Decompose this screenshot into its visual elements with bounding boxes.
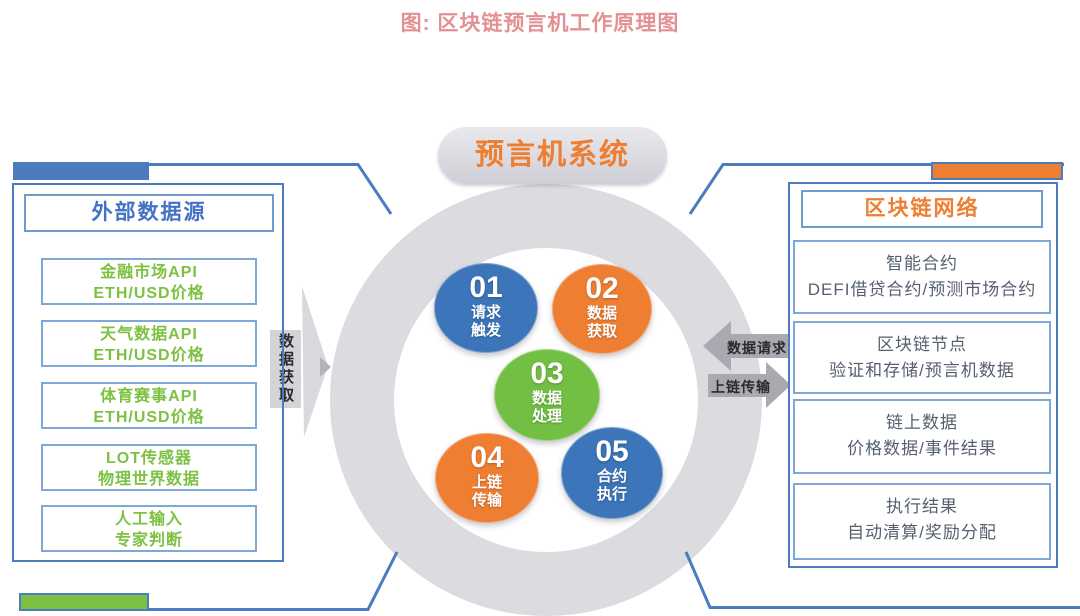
item-line2: 自动清算/奖励分配 <box>847 523 997 542</box>
blockchain-item-smart-contracts: 智能合约 DEFI借贷合约/预测市场合约 <box>793 240 1051 314</box>
bottom-right-bracket-line <box>684 551 1080 609</box>
step-label-line1: 请求 <box>470 304 501 321</box>
item-line2: ETH/USD价格 <box>93 409 205 426</box>
step-label: 数据 处理 <box>494 390 600 426</box>
data-request-arrow <box>703 321 792 371</box>
item-line2: 专家判断 <box>114 532 183 549</box>
step-label-line2: 获取 <box>586 323 617 340</box>
data-fetch-arrow <box>302 286 328 437</box>
data-source-item-finance: 金融市场API ETH/USD价格 <box>41 258 257 305</box>
item-line2: 物理世界数据 <box>97 471 200 488</box>
page-title: 图: 区块链预言机工作原理图 <box>400 12 680 35</box>
oracle-step-3: 03 数据 处理 <box>494 349 600 441</box>
chain-upload-arrow <box>708 362 791 408</box>
step-label-line2: 传输 <box>471 492 502 509</box>
data-source-item-weather: 天气数据API ETH/USD价格 <box>41 320 257 367</box>
oracle-system-title: 预言机系统 <box>438 127 667 184</box>
item-line2: DEFI借贷合约/预测市场合约 <box>807 280 1037 299</box>
item-line1: 链上数据 <box>886 413 958 432</box>
right-panel-title: 区块链网络 <box>801 190 1043 228</box>
item-line2: 价格数据/事件结果 <box>847 439 997 458</box>
external-data-sources-panel: 外部数据源 金融市场API ETH/USD价格 天气数据API ETH/USD价… <box>12 183 284 562</box>
item-line1: 智能合约 <box>886 254 958 273</box>
data-fetch-arrow-notch <box>320 357 331 377</box>
left-panel-title: 外部数据源 <box>24 194 274 232</box>
step-label: 合约 执行 <box>561 468 663 504</box>
blockchain-item-nodes: 区块链节点 验证和存储/预言机数据 <box>793 321 1051 394</box>
data-source-item-sports: 体育赛事API ETH/USD价格 <box>41 382 257 429</box>
blockchain-item-exec-results: 执行结果 自动清算/奖励分配 <box>793 483 1051 560</box>
item-line1: 人工输入 <box>114 511 183 528</box>
item-line1: LOT传感器 <box>106 450 192 467</box>
oracle-step-4: 04 上链 传输 <box>435 433 539 523</box>
step-number: 05 <box>595 435 629 468</box>
step-number: 02 <box>585 272 619 305</box>
step-label: 上链 传输 <box>435 474 539 510</box>
data-request-arrow-label: 数据请求 <box>727 340 787 356</box>
blockchain-network-panel: 区块链网络 智能合约 DEFI借贷合约/预测市场合约 区块链节点 验证和存储/预… <box>788 182 1058 568</box>
step-label-line1: 数据 <box>531 390 562 407</box>
item-line1: 体育赛事API <box>100 388 198 405</box>
step-label: 请求 触发 <box>434 304 538 340</box>
top-left-bracket-line <box>14 163 393 215</box>
chain-upload-arrow-label: 上链传输 <box>711 379 771 395</box>
step-number: 01 <box>469 271 503 304</box>
bottom-left-bar <box>19 593 149 611</box>
step-label-line2: 处理 <box>531 408 562 425</box>
step-label-line2: 触发 <box>470 322 501 339</box>
item-line2: ETH/USD价格 <box>93 285 205 302</box>
step-label-line2: 执行 <box>596 486 627 503</box>
top-right-bar <box>931 162 1063 180</box>
item-line1: 金融市场API <box>100 264 198 281</box>
data-source-item-manual: 人工输入 专家判断 <box>41 505 257 552</box>
step-label-line1: 数据 <box>586 305 617 322</box>
data-fetch-arrow-label: 数据获取 <box>270 330 301 408</box>
item-line1: 执行结果 <box>886 497 958 516</box>
step-number: 03 <box>530 357 564 390</box>
oracle-step-5: 05 合约 执行 <box>561 427 663 519</box>
step-label-line1: 上链 <box>471 474 502 491</box>
oracle-step-2: 02 数据 获取 <box>552 264 652 354</box>
left-panel-border-overlay <box>282 330 284 408</box>
blockchain-item-onchain-data: 链上数据 价格数据/事件结果 <box>793 399 1051 474</box>
item-line1: 天气数据API <box>100 326 198 343</box>
item-line2: ETH/USD价格 <box>93 347 205 364</box>
item-line2: 验证和存储/预言机数据 <box>829 361 1015 380</box>
data-source-item-iot: LOT传感器 物理世界数据 <box>41 444 257 491</box>
step-label: 数据 获取 <box>552 305 652 341</box>
step-number: 04 <box>470 441 504 474</box>
oracle-step-1: 01 请求 触发 <box>434 263 538 353</box>
step-label-line1: 合约 <box>596 468 627 485</box>
item-line1: 区块链节点 <box>877 335 967 354</box>
